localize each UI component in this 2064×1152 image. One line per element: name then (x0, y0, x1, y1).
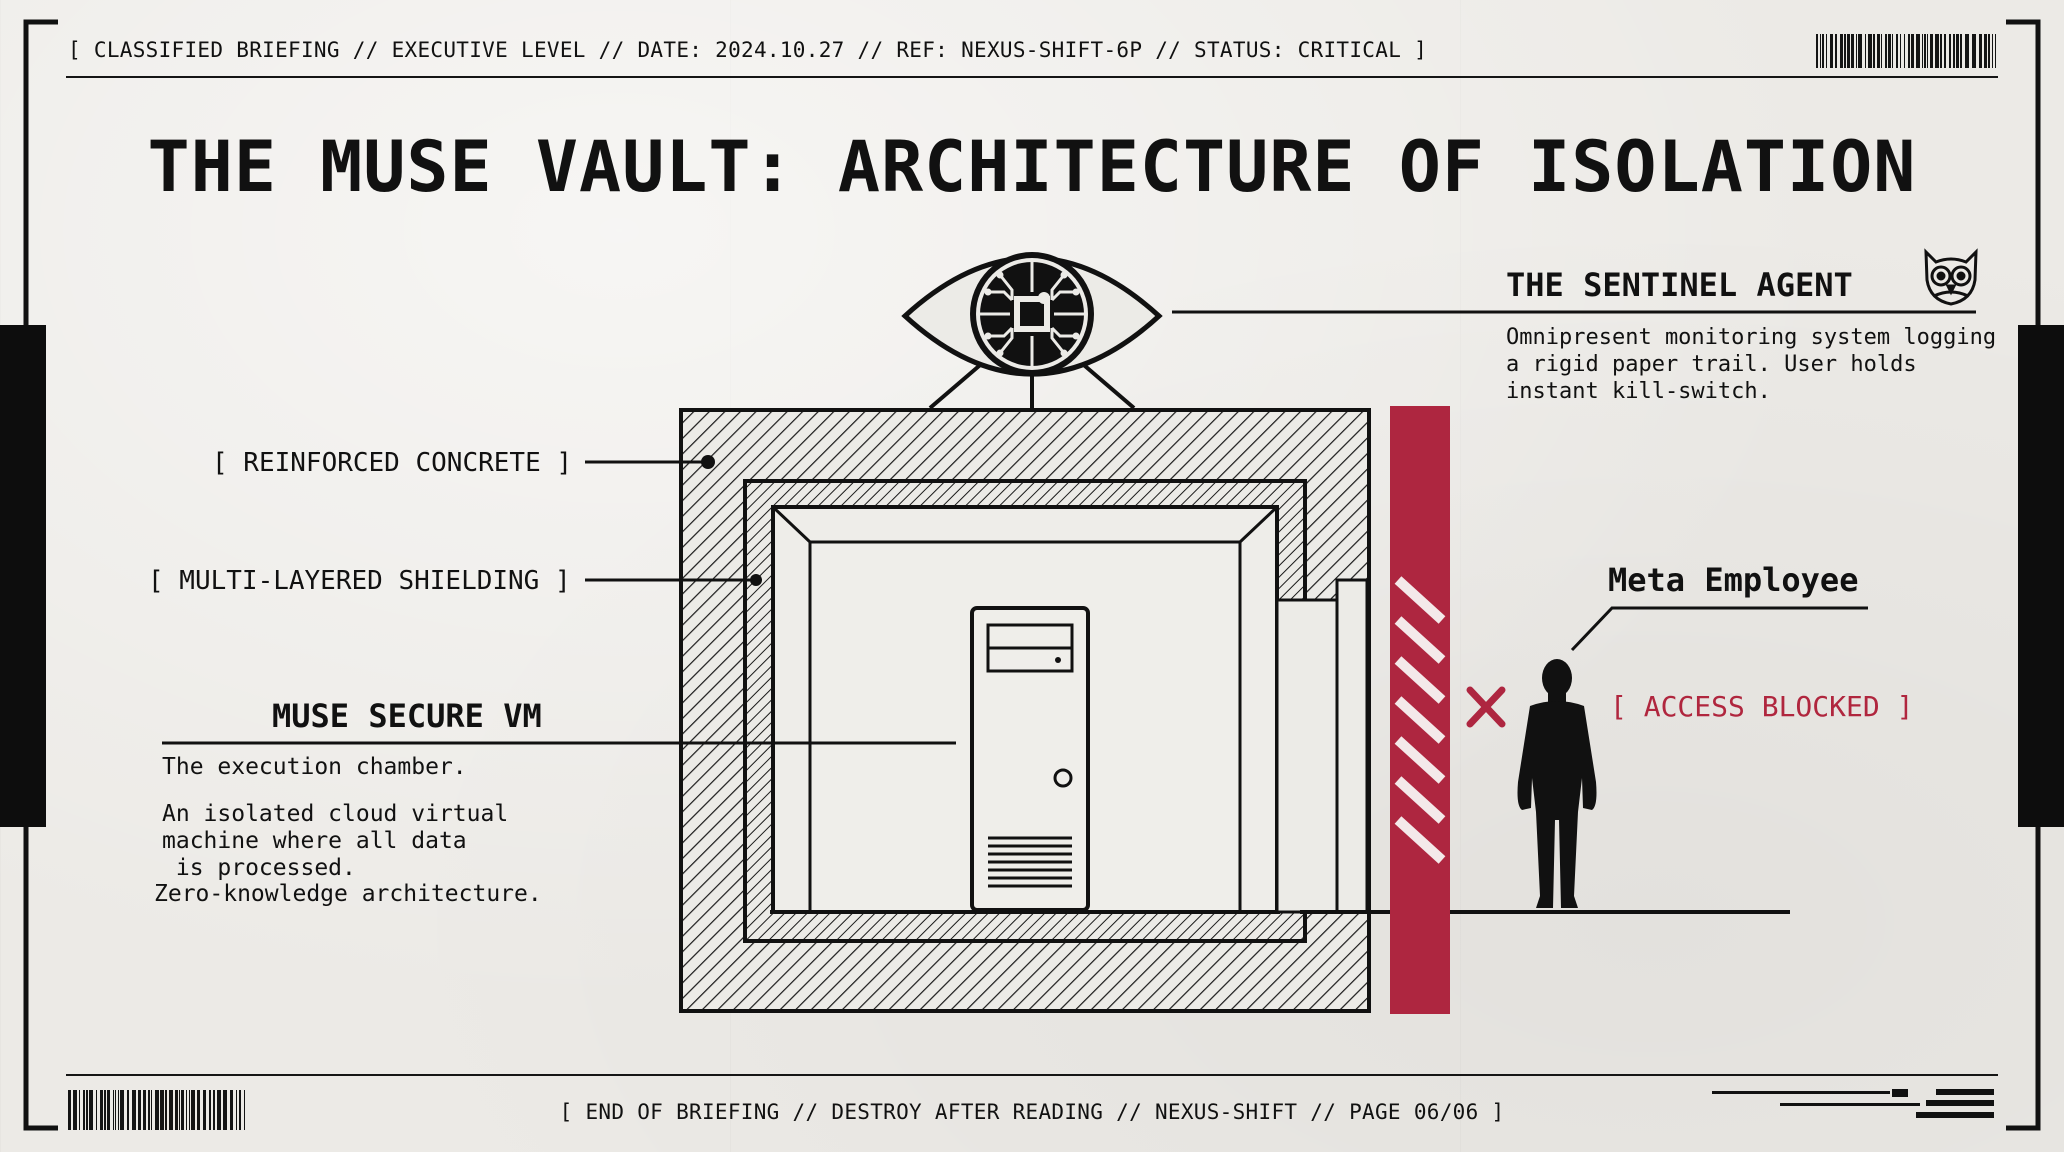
multi-layered-shielding-label: [ MULTI-LAYERED SHIELDING ] (148, 566, 571, 596)
footer-rule (66, 1074, 1998, 1076)
header-classification: [ CLASSIFIED BRIEFING // EXECUTIVE LEVEL… (68, 38, 1428, 62)
vm-title: MUSE SECURE VM (272, 697, 542, 735)
employee-leader (1570, 606, 1868, 652)
access-blocked-status: [ ACCESS BLOCKED ] (1610, 690, 1914, 723)
person-silhouette-icon (1517, 659, 1597, 908)
owl-icon (1924, 248, 1978, 306)
reinforced-concrete-label: [ REINFORCED CONCRETE ] (212, 448, 573, 478)
vm-description-line: Zero-knowledge architecture. (154, 881, 542, 907)
cross-x-icon (1466, 686, 1506, 728)
barcode-bottom (68, 1090, 245, 1130)
employee-title: Meta Employee (1608, 561, 1859, 599)
right-side-tab (2018, 325, 2064, 827)
circuit-eye-icon (901, 252, 1163, 410)
barcode-top (1816, 34, 1996, 68)
page-title: THE MUSE VAULT: ARCHITECTURE OF ISOLATIO… (147, 126, 1917, 208)
corner-decoration (1712, 1089, 1994, 1118)
vm-description-line: An isolated cloud virtual (162, 801, 509, 827)
left-side-tab (0, 325, 46, 827)
server-tower-icon (970, 606, 1090, 912)
label-leaders (162, 460, 956, 745)
sentinel-title: THE SENTINEL AGENT (1506, 266, 1853, 304)
sentinel-description: Omnipresent monitoring system logging a … (1506, 325, 1997, 404)
vm-description-line: The execution chamber. (162, 754, 467, 780)
frame-corners (23, 19, 2041, 1131)
footer-text: [ END OF BRIEFING // DESTROY AFTER READI… (559, 1100, 1505, 1124)
vault-door (1275, 598, 1339, 914)
header-rule (66, 76, 1998, 78)
vm-description-line: is processed. (162, 855, 356, 881)
vm-description-line: machine where all data (162, 828, 467, 854)
security-barrier (1390, 406, 1450, 1014)
